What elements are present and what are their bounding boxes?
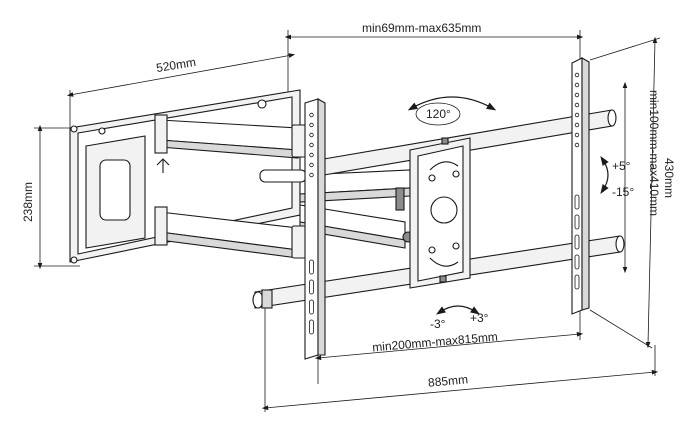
vesa-bar-left bbox=[304, 98, 326, 360]
swivel-label-ellipse bbox=[415, 102, 461, 126]
rotation-arrows bbox=[407, 96, 609, 315]
tilt-down-angle: -15° bbox=[612, 185, 635, 199]
vesa-bar-right-holes bbox=[574, 72, 580, 290]
dim-total-height: 430mm bbox=[662, 158, 676, 199]
level-right-angle: +3° bbox=[470, 311, 489, 325]
dim-wall-plate-height: 238mm bbox=[21, 181, 35, 222]
tilt-head-plate bbox=[409, 137, 471, 289]
level-left-angle: -3° bbox=[430, 317, 446, 331]
vesa-bar-left-holes bbox=[309, 112, 314, 335]
tilt-up-angle: +5° bbox=[612, 159, 631, 173]
swivel-angle: 120° bbox=[426, 107, 451, 121]
dim-top-width: min69mm-max635mm bbox=[362, 21, 482, 35]
dim-vesa-vertical: min100mm-max410mm bbox=[647, 90, 661, 217]
vesa-bar-right bbox=[571, 57, 590, 315]
dim-total-width: 885mm bbox=[427, 372, 469, 390]
